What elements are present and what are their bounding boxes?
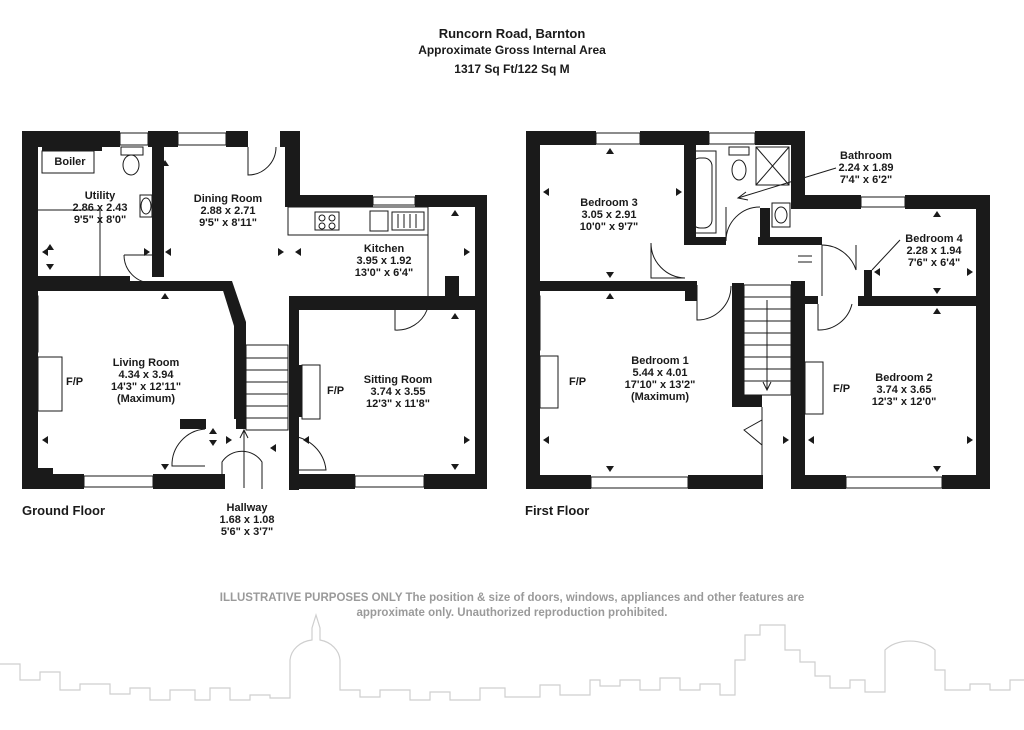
fireplace-label-bedroom-2: F/P xyxy=(833,383,851,395)
first-floor-details xyxy=(527,132,943,489)
skyline-watermark xyxy=(0,612,1024,701)
ground-floor-walls xyxy=(22,131,487,490)
ground-floor-dimension-markers xyxy=(42,160,470,470)
ground-floor-label: Ground Floor xyxy=(22,503,106,518)
disclaimer-line-1: The position & size of doors, windows, a… xyxy=(405,592,805,604)
area-value: 1317 Sq Ft/122 Sq M xyxy=(454,62,570,76)
disclaimer-line-2: approximate only. Unauthorized reproduct… xyxy=(356,607,668,619)
room-label-boiler: Boiler xyxy=(54,156,86,168)
disclaimer: ILLUSTRATIVE PURPOSES ONLY The position … xyxy=(0,591,1024,621)
disclaimer-lead: ILLUSTRATIVE PURPOSES ONLY xyxy=(219,592,403,604)
fireplace-label-living: F/P xyxy=(66,376,84,388)
area-title: Approximate Gross Internal Area xyxy=(418,43,606,57)
fireplace-label-bedroom-1: F/P xyxy=(569,376,587,388)
property-address: Runcorn Road, Barnton xyxy=(438,26,586,41)
fireplace-label-sitting: F/P xyxy=(327,385,345,397)
first-floor-walls xyxy=(526,131,990,489)
first-floor-label: First Floor xyxy=(525,503,590,518)
ground-floor-details xyxy=(23,132,429,489)
first-floor-dimension-markers xyxy=(543,148,973,472)
